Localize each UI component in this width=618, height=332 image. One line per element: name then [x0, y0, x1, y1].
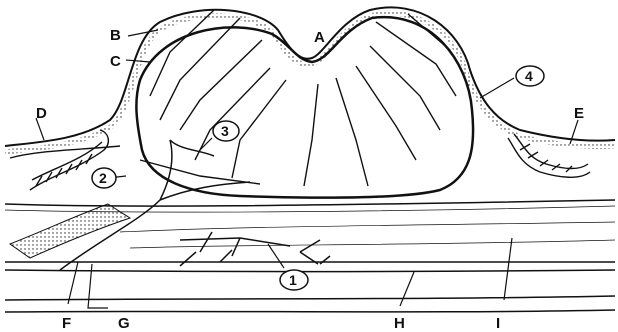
callout-3: 3 [213, 121, 239, 141]
svg-text:3: 3 [221, 123, 229, 139]
label-G: G [118, 315, 130, 332]
label-I: I [496, 315, 500, 332]
svg-text:1: 1 [289, 272, 297, 288]
label-F: F [62, 315, 71, 332]
label-B: B [110, 27, 121, 44]
callout-1: 1 [280, 270, 308, 290]
label-C: C [110, 53, 121, 70]
label-E: E [574, 105, 584, 122]
dotted-layer [10, 204, 130, 258]
callout-4: 4 [516, 66, 544, 86]
svg-text:2: 2 [99, 170, 107, 186]
label-A: A [314, 29, 325, 46]
label-H: H [394, 315, 405, 332]
central-dome [136, 17, 473, 197]
callout-2: 2 [92, 168, 116, 188]
svg-text:4: 4 [525, 68, 533, 84]
label-D: D [36, 105, 47, 122]
